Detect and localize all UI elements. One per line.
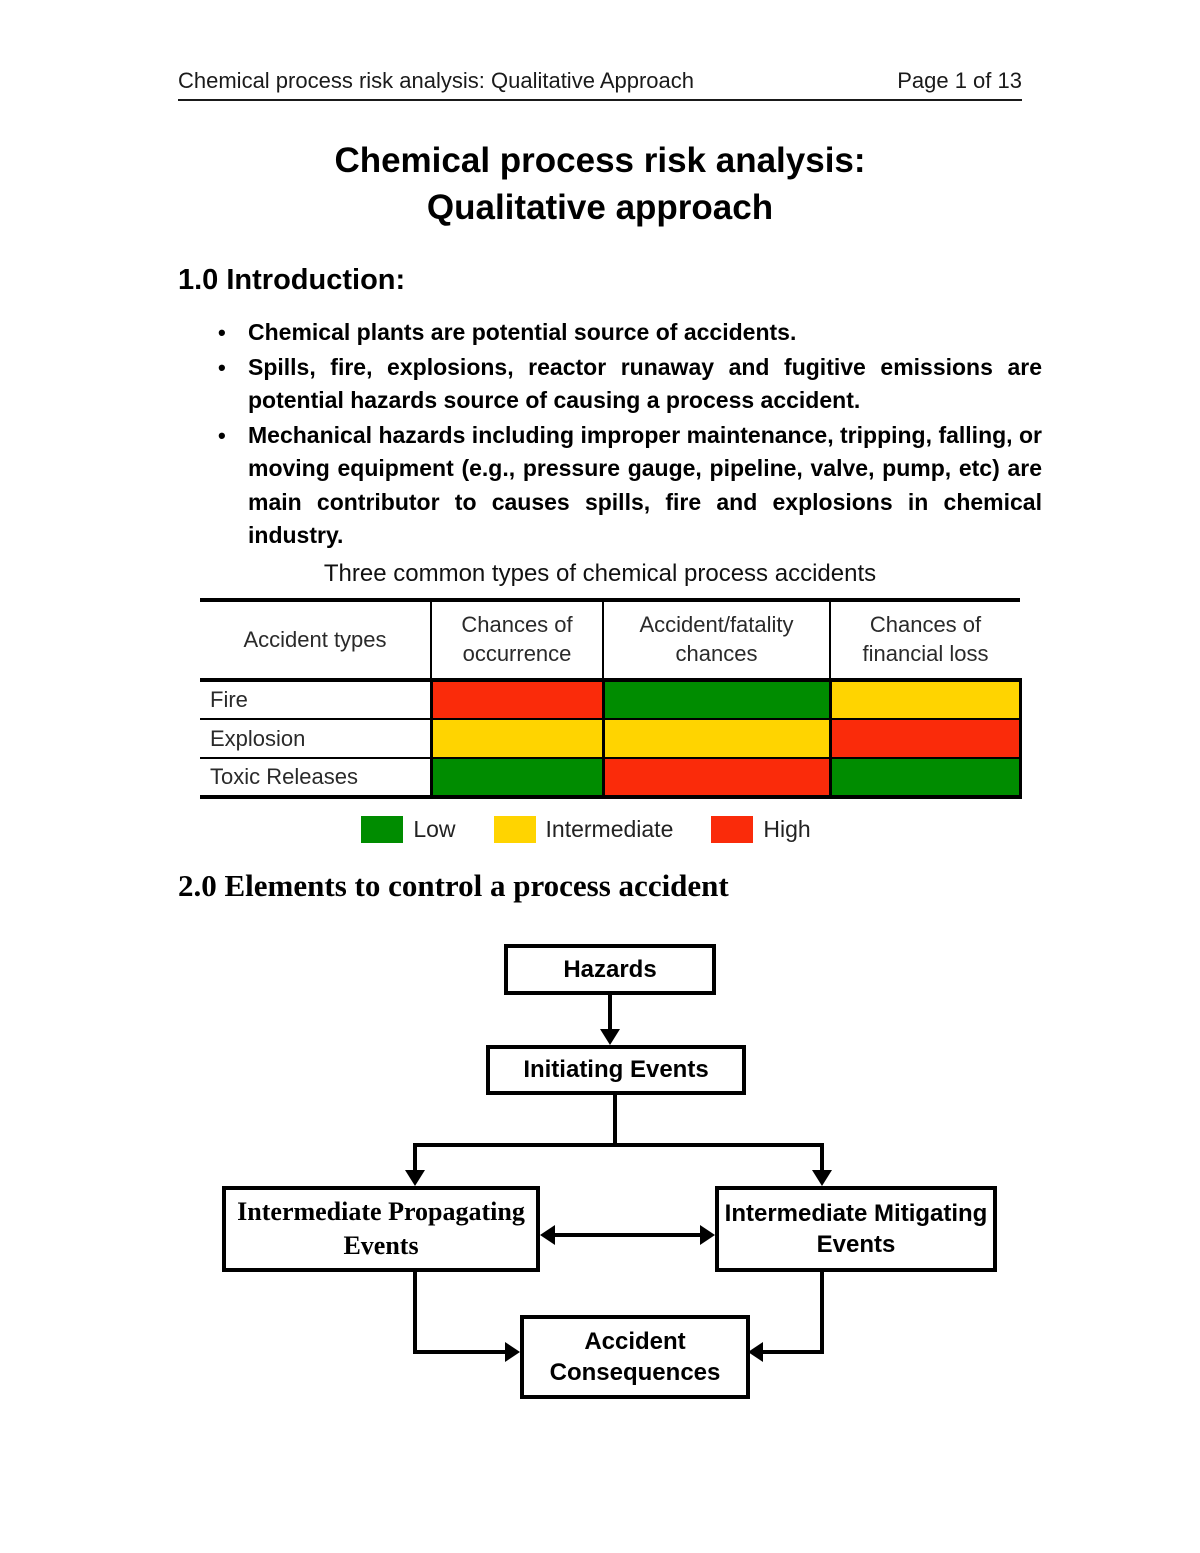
bullet-icon: • — [218, 320, 226, 345]
connector-line — [762, 1350, 824, 1354]
page-header: Chemical process risk analysis: Qualitat… — [178, 68, 1022, 101]
connector-line — [413, 1143, 417, 1172]
connector-line — [413, 1350, 506, 1354]
header-title: Chemical process risk analysis: Qualitat… — [178, 68, 695, 93]
bullet-icon: • — [218, 422, 226, 448]
flow-node-propagating-events: Intermediate Propagating Events — [222, 1186, 540, 1272]
table-row: Toxic Releases — [200, 758, 1022, 799]
arrowhead-left-icon — [748, 1342, 763, 1362]
risk-cell — [828, 758, 1022, 799]
section-heading-introduction: 1.0 Introduction: — [178, 264, 406, 296]
connector-line — [608, 995, 612, 1031]
page-title: Chemical process risk analysis: Qualitat… — [180, 138, 1020, 231]
column-header: Accident/fatality chances — [602, 598, 830, 682]
risk-cell — [601, 719, 830, 759]
flow-node-mitigating-events: Intermediate Mitigating Events — [715, 1186, 997, 1272]
column-header: Chances of financial loss — [829, 598, 1020, 682]
legend-label: Intermediate — [545, 816, 674, 842]
intro-bullet-list: • Chemical plants are potential source o… — [218, 316, 1042, 554]
process-flowchart: Hazards Initiating Events Intermediate P… — [0, 930, 1200, 1550]
risk-cell — [429, 758, 603, 799]
title-line-2: Qualitative approach — [426, 187, 774, 227]
legend-label: High — [763, 816, 811, 842]
row-label: Explosion — [200, 719, 431, 759]
arrowhead-right-icon — [700, 1225, 715, 1245]
flow-node-hazards: Hazards — [504, 944, 716, 995]
arrowhead-right-icon — [505, 1342, 520, 1362]
risk-cell — [601, 758, 830, 799]
title-line-1: Chemical process risk analysis: — [334, 141, 866, 180]
list-item: • Chemical plants are potential source o… — [218, 316, 1042, 350]
bullet-text: Spills, fire, explosions, reactor runawa… — [248, 353, 1042, 414]
connector-line — [820, 1143, 824, 1172]
legend-label: Low — [413, 816, 456, 842]
bullet-icon: • — [218, 354, 226, 380]
table-header-row: Accident types Chances of occurrence Acc… — [200, 598, 1020, 682]
risk-cell — [601, 680, 830, 720]
arrowhead-down-icon — [812, 1170, 832, 1186]
risk-cell — [429, 680, 603, 720]
arrowhead-left-icon — [540, 1225, 555, 1245]
row-label: Toxic Releases — [200, 758, 431, 799]
legend-swatch-intermediate — [493, 816, 536, 843]
table-row: Explosion — [200, 719, 1022, 759]
legend-swatch-high — [711, 816, 754, 843]
table-row: Fire — [200, 680, 1022, 720]
column-header: Accident types — [200, 598, 431, 682]
connector-line — [613, 1095, 617, 1147]
row-label: Fire — [200, 680, 431, 720]
flow-node-initiating-events: Initiating Events — [486, 1045, 746, 1095]
risk-cell — [429, 719, 603, 759]
list-item: • Spills, fire, explosions, reactor runa… — [218, 351, 1042, 418]
risk-legend: Low Intermediate High — [180, 816, 1020, 843]
connector-line — [413, 1272, 417, 1354]
list-item: • Mechanical hazards including improper … — [218, 419, 1042, 553]
arrowhead-down-icon — [405, 1170, 425, 1186]
column-header: Chances of occurrence — [430, 598, 603, 682]
arrowhead-down-icon — [600, 1029, 620, 1045]
section-heading-elements: 2.0 Elements to control a process accide… — [178, 868, 729, 903]
flow-node-accident-consequences: Accident Consequences — [520, 1315, 750, 1399]
page-number: Page 1 of 13 — [897, 68, 1022, 93]
risk-cell — [828, 680, 1022, 720]
connector-line — [820, 1272, 824, 1354]
accident-types-table: Accident types Chances of occurrence Acc… — [200, 598, 1022, 799]
bullet-text: Chemical plants are potential source of … — [248, 319, 797, 345]
bullet-text: Mechanical hazards including improper ma… — [248, 421, 1042, 549]
connector-line — [413, 1143, 824, 1147]
table-caption: Three common types of chemical process a… — [323, 560, 877, 587]
legend-swatch-low — [361, 816, 404, 843]
risk-cell — [828, 719, 1022, 759]
connector-line — [553, 1233, 702, 1237]
